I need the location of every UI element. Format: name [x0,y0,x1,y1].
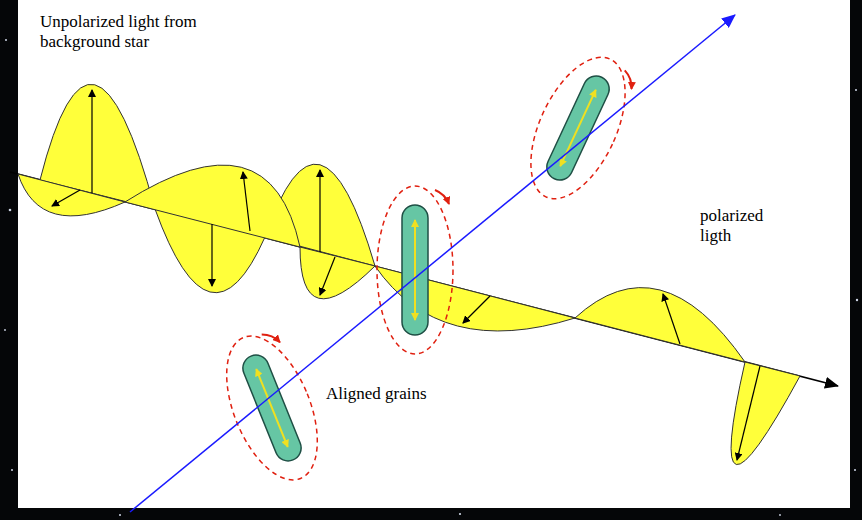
rotation-ellipse [511,43,644,213]
grain-axis [256,369,287,447]
wave-lobe [731,362,800,465]
rotation-arrow [435,190,449,204]
grain [208,323,335,492]
field-arrow [243,172,250,231]
rotation-ellipse [377,186,453,354]
field-arrow [319,170,320,252]
wave-lobe [300,247,375,299]
rotation-arrow [262,329,280,347]
grains-label: Aligned grains [326,384,466,404]
rotation-ellipse [208,323,335,492]
grain-axis [414,220,416,320]
field-arrow [663,294,680,344]
diagram-panel [18,0,850,508]
grain [511,43,644,213]
wave-polarized [375,266,800,465]
output-label: polarized ligth [700,206,780,246]
field-arrow [52,190,80,206]
wave-lobe [575,288,745,362]
alignment-axis [130,15,735,512]
source-label: Unpolarized light from background star [40,12,240,52]
field-arrow [463,296,490,323]
wave-lobe [18,174,125,216]
field-arrow [320,257,335,295]
dust-grain [543,72,614,184]
field-arrow [91,90,92,193]
grain [377,186,453,354]
rotation-arrow [619,70,638,89]
dust-grain [239,351,305,465]
wave-diagonal [18,165,375,299]
field-arrow [211,224,212,286]
field-vectors [52,90,760,460]
field-arrow [737,366,760,460]
